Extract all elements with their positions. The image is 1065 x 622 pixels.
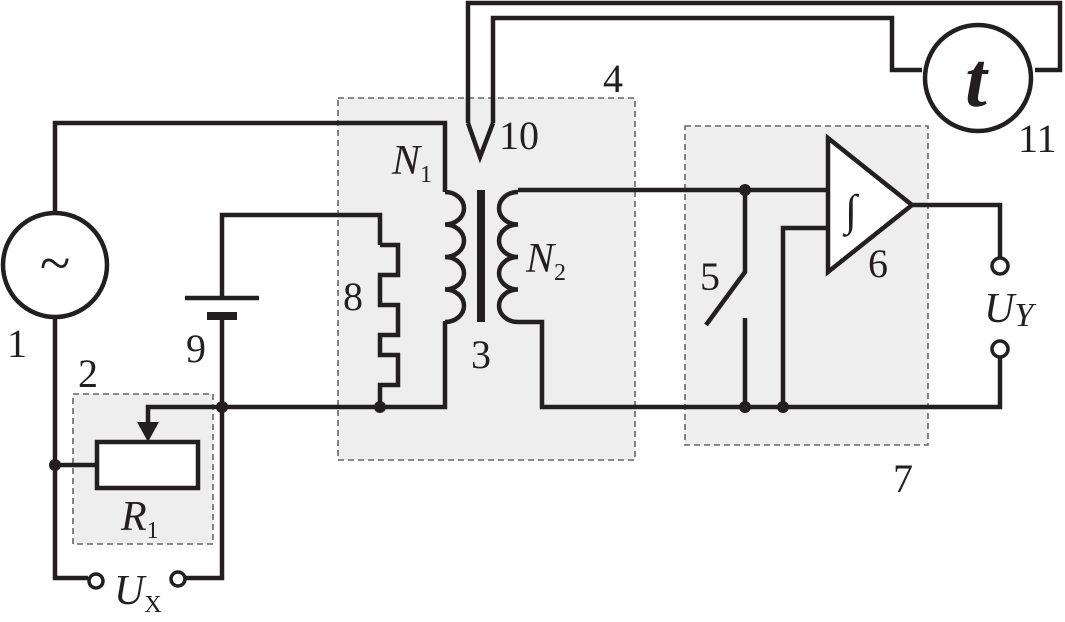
junction-dot — [777, 401, 789, 413]
switch-top-wire — [704, 190, 748, 327]
junction-dot — [739, 401, 751, 413]
thermocouple-probe-return — [490, 15, 922, 123]
source-bottom-wire — [52, 317, 88, 581]
junction-dot — [216, 401, 228, 413]
input-terminal — [87, 572, 105, 590]
label-2: 2 — [78, 351, 98, 396]
label-10: 10 — [499, 113, 539, 158]
label-1: 1 — [7, 321, 27, 366]
secondary-bottom-wire — [518, 319, 1003, 410]
integral-icon: ∫ — [842, 186, 860, 237]
output-wire — [912, 202, 1003, 258]
thermometer-icon: t — [965, 36, 989, 123]
label-n1: N1 — [391, 138, 432, 188]
resistor-slider-wire — [145, 321, 448, 428]
thermometer — [922, 22, 1034, 134]
heater-coil — [377, 242, 401, 407]
label-4: 4 — [603, 56, 623, 101]
thermocouple-probe — [465, 0, 1063, 123]
output-terminal — [990, 339, 1010, 359]
ac-source-icon: ~ — [40, 233, 70, 295]
resistor-r1 — [94, 439, 201, 491]
ac-source — [0, 210, 110, 320]
label-uy: UY — [984, 286, 1036, 334]
label-6: 6 — [868, 241, 888, 286]
transformer-block-outline — [337, 97, 636, 461]
label-11: 11 — [1018, 116, 1057, 161]
source-top-wire — [52, 120, 448, 213]
label-ux: UX — [114, 568, 162, 618]
output-terminal — [990, 256, 1010, 276]
label-5: 5 — [700, 254, 720, 299]
integrator-block-outline — [684, 125, 929, 446]
resistor-slider-arrow — [137, 422, 159, 442]
label-r1: R1 — [120, 494, 159, 544]
label-9: 9 — [186, 326, 206, 371]
input-terminal — [169, 570, 187, 588]
battery-positive-wire — [219, 212, 383, 297]
thermocouple-junction — [465, 122, 496, 164]
label-8: 8 — [343, 274, 363, 319]
label-n2: N2 — [525, 236, 566, 286]
label-3: 3 — [471, 332, 491, 377]
integrator-ref-wire — [780, 225, 828, 407]
integrator-amplifier — [825, 133, 916, 277]
secondary-winding — [496, 189, 519, 325]
junction-dot — [739, 184, 751, 196]
primary-winding — [444, 189, 467, 325]
junction-dot — [49, 459, 61, 471]
junction-dot — [374, 401, 386, 413]
label-7: 7 — [893, 456, 913, 501]
